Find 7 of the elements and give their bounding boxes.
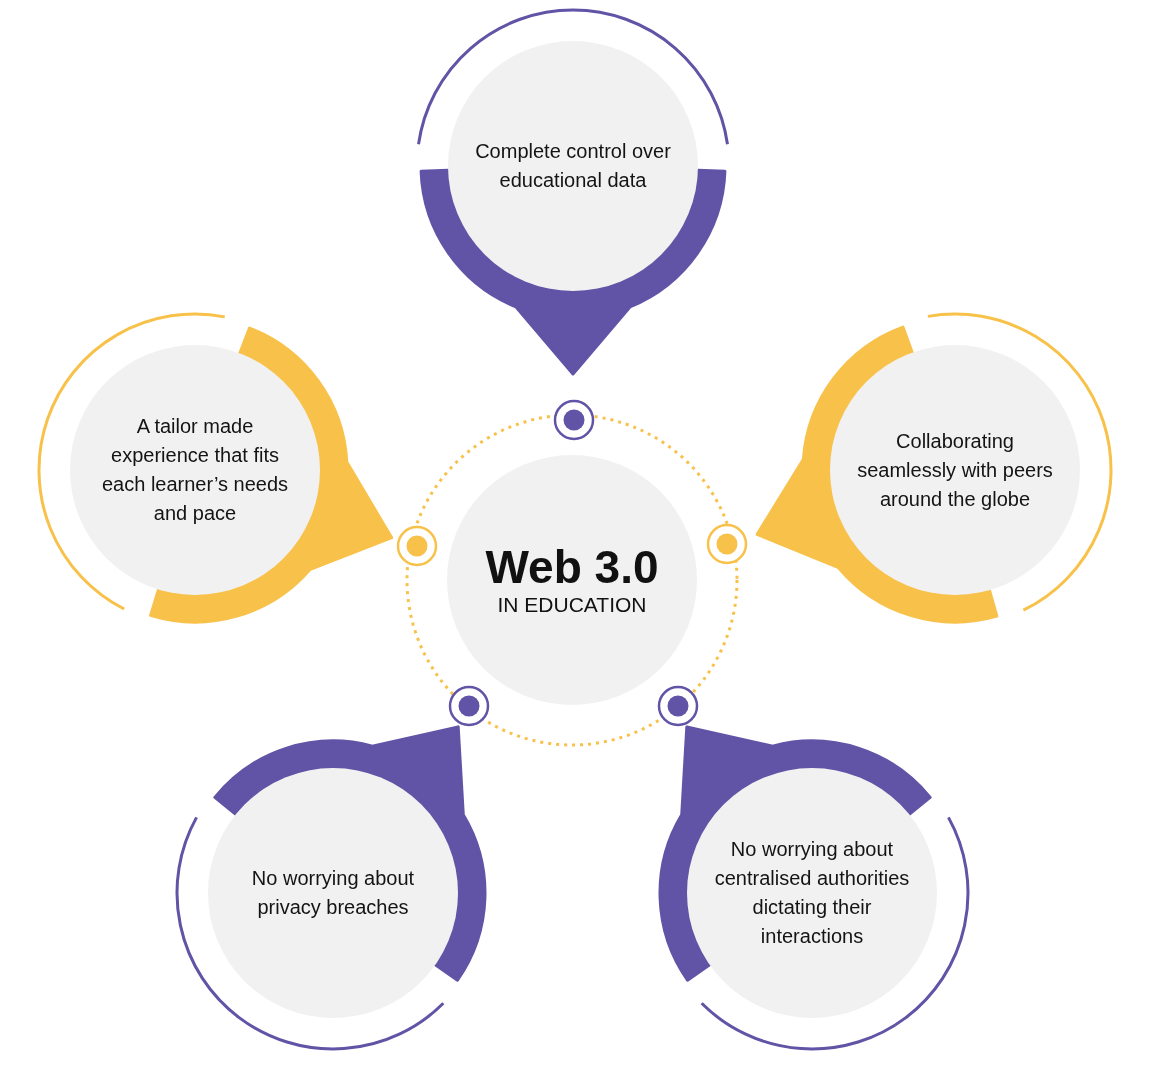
topic-text: Collaborating seamlessly with peers around the globe bbox=[856, 428, 1054, 512]
subtitle: IN EDUCATION bbox=[497, 592, 647, 618]
topic-text: A tailor made experience that fits each learner’s needs and pace bbox=[100, 414, 290, 526]
topic-text: Complete control over educational data bbox=[474, 139, 672, 193]
topic-text: No worrying about privacy breaches bbox=[250, 866, 416, 920]
topic-text: No worrying about centralised authorities dictating their interactions bbox=[713, 837, 911, 949]
main-title: Web 3.0 bbox=[485, 542, 659, 592]
